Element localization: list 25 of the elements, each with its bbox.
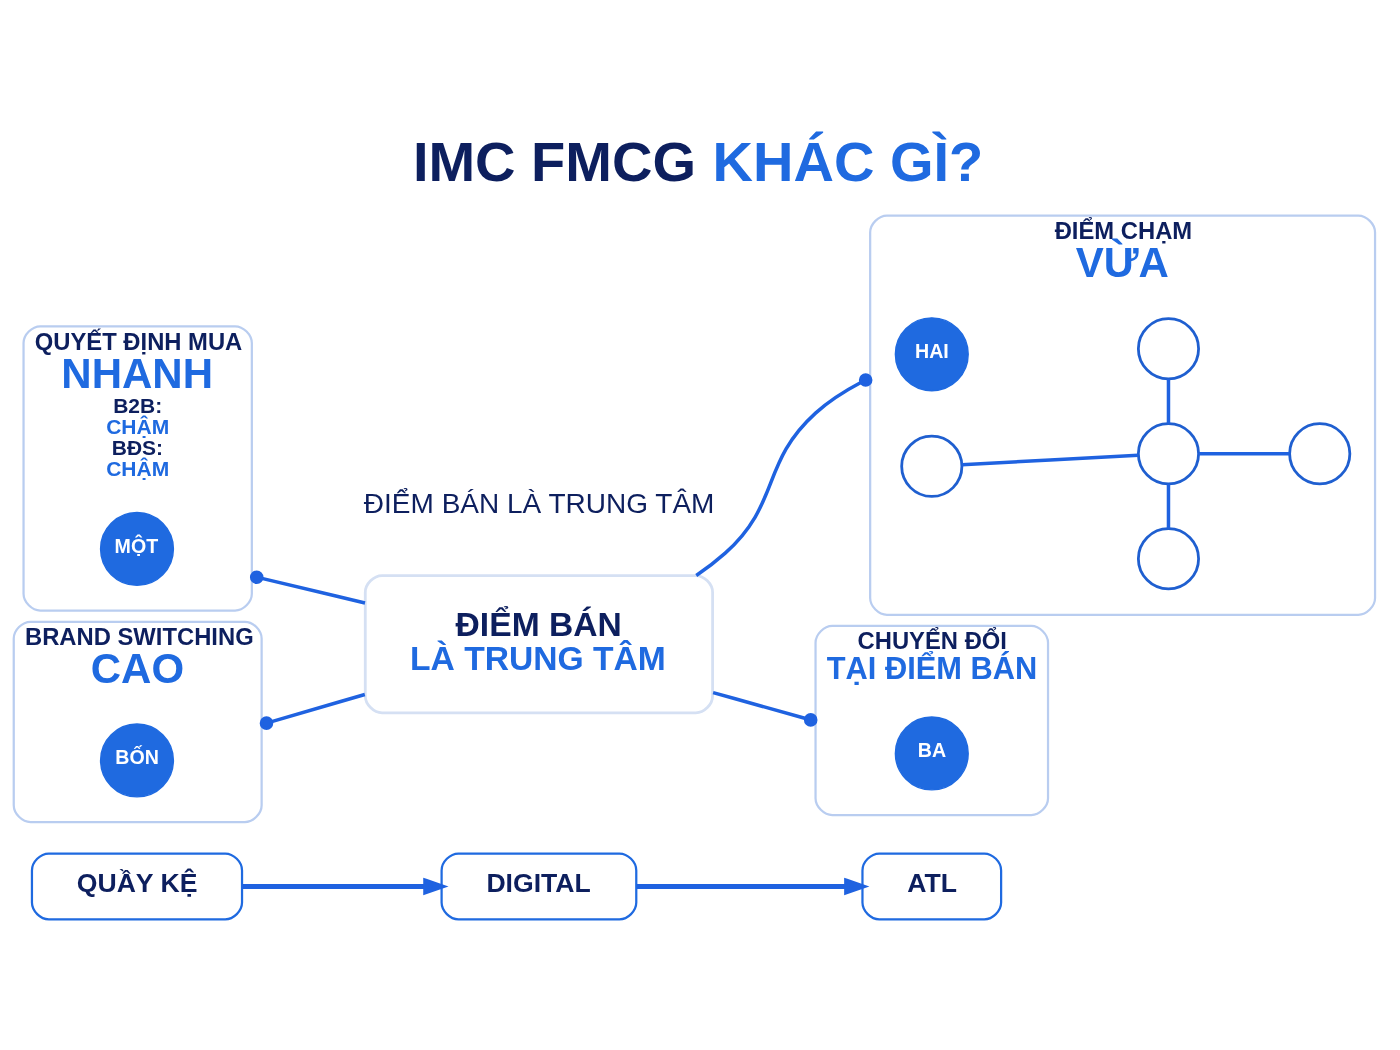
arrow — [242, 877, 449, 895]
node-circle: MỘT — [99, 511, 175, 586]
node-circle — [900, 434, 964, 498]
node-circle: BA — [894, 715, 969, 791]
diagram-title: IMC FMCG KHÁC GÌ? — [412, 129, 984, 193]
connector — [1166, 378, 1171, 423]
node-circle: BỐN — [99, 722, 175, 798]
label: ĐIỂM BÁN LÀ TRUNG TÂM — [363, 487, 715, 519]
node-circle: HAI — [894, 316, 969, 391]
node-box: QUẦY KỆ — [30, 851, 244, 920]
node-circle — [1136, 421, 1200, 485]
node-circle — [1288, 421, 1352, 485]
connector — [249, 569, 366, 605]
connector — [712, 690, 818, 727]
node-box: DIGITAL — [440, 851, 638, 920]
connector — [1166, 483, 1171, 528]
node-box: ĐIỂM BÁN LÀ TRUNG TÂM — [363, 573, 714, 714]
connector — [961, 453, 1139, 467]
node-circle — [1136, 316, 1200, 380]
node-box: ATL — [861, 851, 1003, 920]
connector — [1198, 451, 1290, 455]
connector — [259, 692, 366, 730]
connector — [695, 372, 873, 577]
arrow — [636, 877, 870, 895]
node-circle — [1136, 526, 1200, 590]
